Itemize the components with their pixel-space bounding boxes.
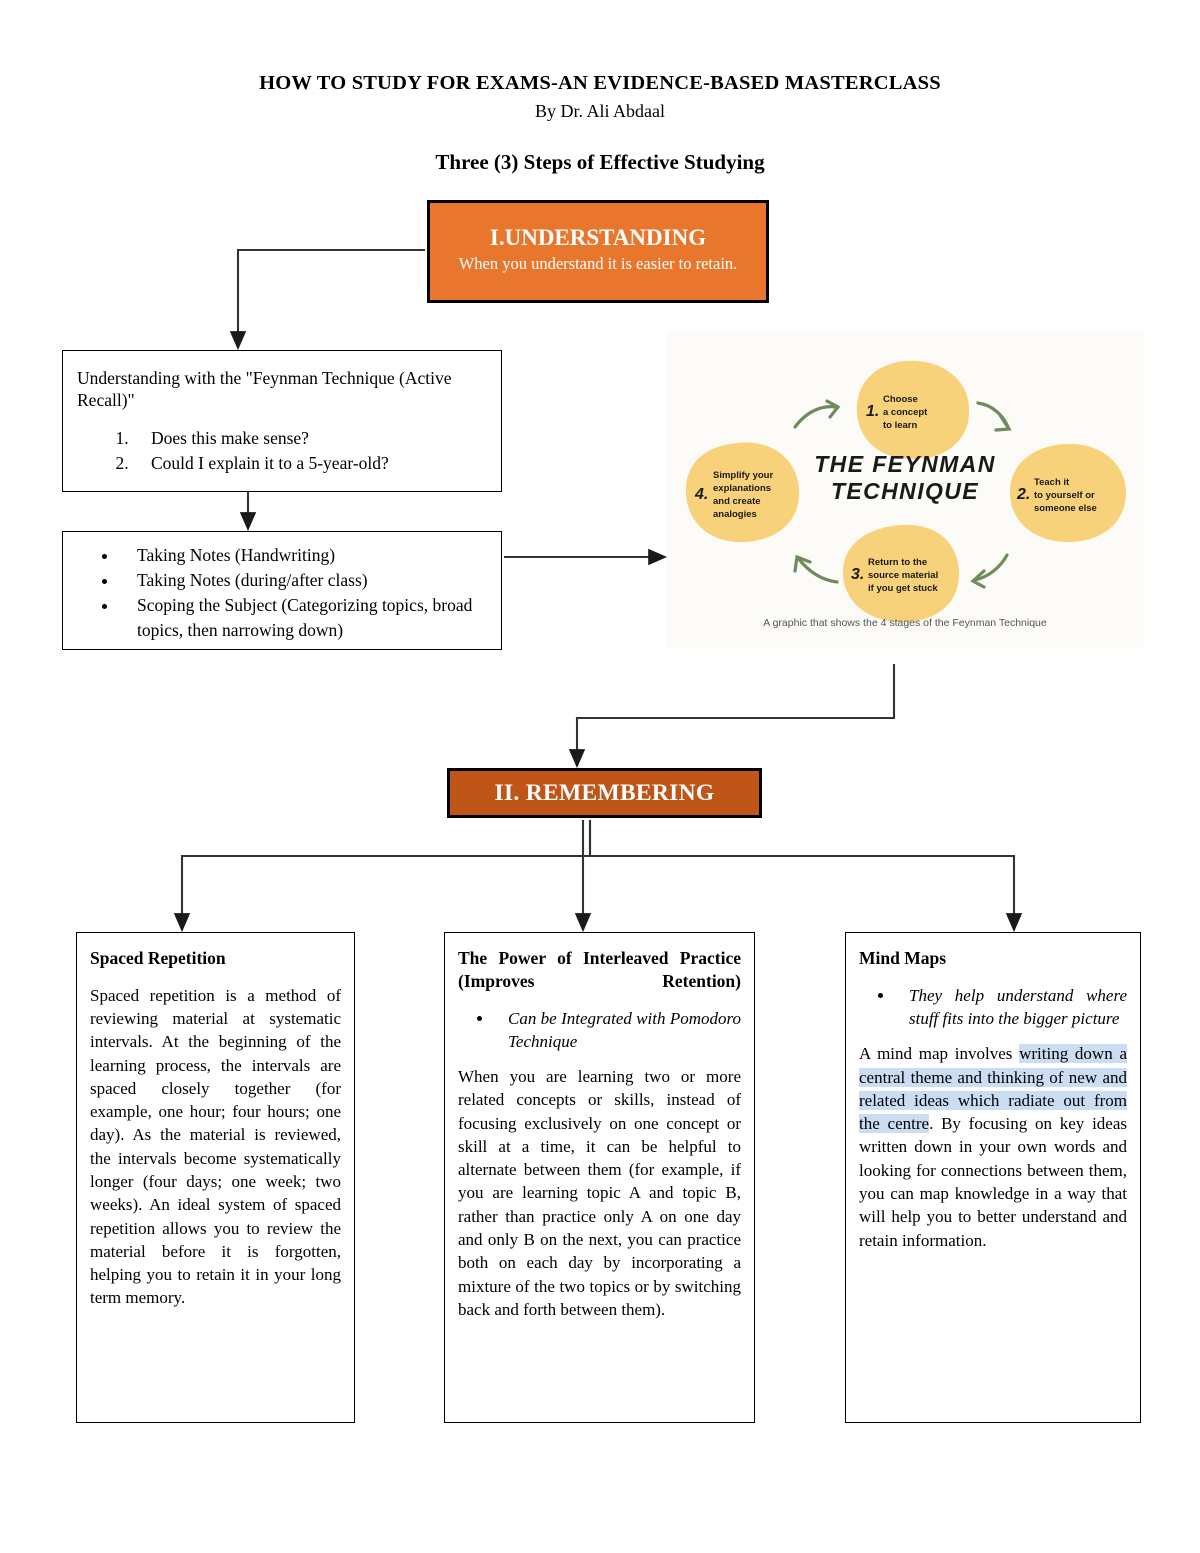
graphic-bubble-2-number: 2. (1016, 486, 1030, 503)
graphic-bubble-2 (1009, 443, 1127, 543)
connector-understanding-to-feynman (229, 248, 425, 351)
column-body: When you are learning two or more relate… (458, 1067, 741, 1319)
graphic-bubble-3-line-1: Return to the (868, 557, 927, 568)
graphic-center-line-1: THE FEYNMAN (814, 451, 996, 477)
list-item: Can be Integrated with Pomodoro Techniqu… (494, 1007, 741, 1054)
column-title: Spaced Repetition (90, 948, 226, 968)
list-item: Does this make sense? (133, 426, 485, 451)
step-two-title: II. REMEMBERING (494, 779, 715, 806)
graphic-bubble-1-line-1: Choose (883, 394, 918, 405)
graphic-bubble-2-line-3: someone else (1034, 503, 1097, 514)
list-item: Taking Notes (during/after class) (119, 568, 487, 593)
column-spaced-repetition: Spaced Repetition Spaced repetition is a… (76, 932, 355, 1423)
graphic-bubble-1-number: 1. (866, 403, 879, 420)
connector-remembering-to-spaced (173, 820, 592, 933)
graphic-center-line-2: TECHNIQUE (831, 478, 979, 504)
step-box-understanding: I.UNDERSTANDING When you understand it i… (427, 200, 769, 303)
feynman-technique-box: Understanding with the "Feynman Techniqu… (62, 350, 502, 492)
step-one-title: I.UNDERSTANDING (489, 225, 707, 251)
note-taking-box: Taking Notes (Handwriting) Taking Notes … (62, 531, 502, 650)
graphic-bubble-4-line-2: explanations (713, 483, 771, 494)
page-title: HOW TO STUDY FOR EXAMS-AN EVIDENCE-BASED… (259, 72, 941, 94)
document-author: By Dr. Ali Abdaal (535, 101, 665, 121)
graphic-bubble-4-number: 4. (694, 486, 708, 503)
section-heading: Three (3) Steps of Effective Studying (435, 150, 765, 174)
column-body: A mind map involves writing down a centr… (859, 1042, 1127, 1252)
graphic-bubble-3-number: 3. (851, 566, 864, 583)
graphic-bubble-1-line-3: to learn (883, 420, 918, 431)
feynman-question-list: Does this make sense? Could I explain it… (77, 426, 485, 477)
graphic-bubble-4-line-1: Simplify your (713, 470, 773, 481)
feynman-technique-graphic: 1. Choose a concept to learn 2. Teach it… (667, 331, 1144, 648)
graphic-bubble-3 (842, 524, 960, 623)
note-taking-list: Taking Notes (Handwriting) Taking Notes … (77, 543, 487, 642)
list-item: Scoping the Subject (Categorizing topics… (119, 593, 487, 643)
graphic-bubble-3-line-2: source material (868, 570, 938, 581)
body-text-pre: A mind map involves (859, 1044, 1020, 1064)
column-title: Mind Maps (859, 948, 947, 968)
column-body: Spaced repetition is a method of reviewi… (90, 985, 341, 1308)
graphic-bubble-4 (685, 442, 800, 543)
body-text-post: . By focusing on key ideas written down … (859, 1114, 1127, 1250)
step-box-remembering: II. REMEMBERING (447, 768, 762, 818)
graphic-bubble-4-line-3: and create (713, 496, 761, 507)
column-bullet-list: Can be Integrated with Pomodoro Techniqu… (458, 1007, 741, 1054)
connector-graphic-to-remembering (568, 664, 896, 769)
graphic-bubble-4-line-4: analogies (713, 509, 757, 520)
column-interleaved-practice: The Power of Interleaved Practice (Impro… (444, 932, 755, 1423)
column-mind-maps: Mind Maps They help understand where stu… (845, 932, 1141, 1423)
step-one-subtitle: When you understand it is easier to reta… (458, 253, 738, 273)
graphic-bubble-1 (856, 360, 970, 460)
connector-remembering-to-mindmaps (588, 820, 1023, 933)
list-item: Taking Notes (Handwriting) (119, 543, 487, 568)
graphic-bubble-2-line-2: to yourself or (1034, 490, 1095, 501)
graphic-bubble-3-line-3: if you get stuck (868, 583, 938, 594)
graphic-caption: A graphic that shows the 4 stages of the… (763, 617, 1047, 629)
graphic-bubble-2-line-1: Teach it (1034, 477, 1070, 488)
graphic-bubble-1-line-2: a concept (883, 407, 928, 418)
list-item: They help understand where stuff fits in… (895, 984, 1127, 1031)
list-item: Could I explain it to a 5-year-old? (133, 451, 485, 476)
feynman-box-lead: Understanding with the "Feynman Techniqu… (77, 368, 452, 411)
column-title: The Power of Interleaved Practice (Impro… (458, 948, 741, 991)
graphic-cycle-arrows (793, 399, 1012, 589)
column-bullet-list: They help understand where stuff fits in… (859, 984, 1127, 1031)
